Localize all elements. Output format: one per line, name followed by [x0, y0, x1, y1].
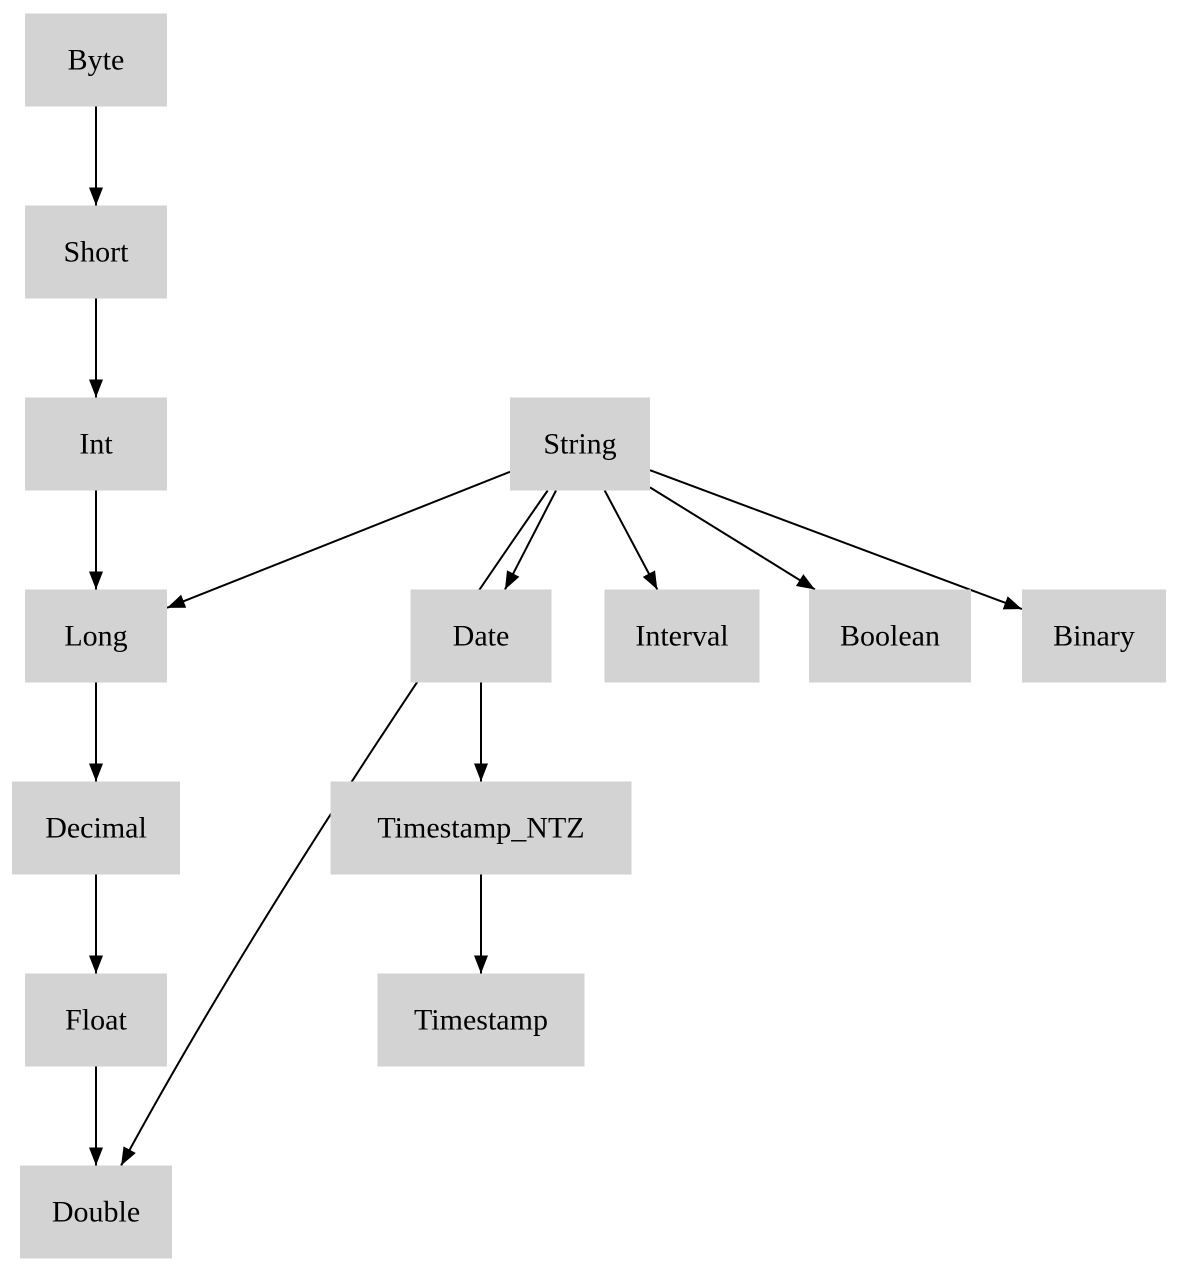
node-short: Short — [25, 205, 167, 299]
node-long: Long — [25, 589, 167, 683]
edge-string-interval — [603, 490, 659, 590]
node-label-date: Date — [453, 620, 510, 653]
edge-string-binary — [649, 469, 1023, 611]
node-box-short — [25, 205, 167, 299]
node-label-int: Int — [79, 428, 113, 461]
node-label-boolean: Boolean — [840, 620, 940, 653]
node-box-long — [25, 589, 167, 683]
node-box-timestamp_ntz — [330, 781, 632, 875]
node-box-timestamp — [377, 973, 585, 1067]
node-box-string — [510, 397, 650, 491]
node-boolean: Boolean — [809, 589, 971, 683]
node-label-decimal: Decimal — [45, 812, 147, 845]
node-label-timestamp_ntz: Timestamp_NTZ — [377, 812, 584, 845]
node-box-boolean — [809, 589, 971, 683]
node-byte: Byte — [25, 13, 167, 107]
node-box-int — [25, 397, 167, 491]
node-int: Int — [25, 397, 167, 491]
node-label-byte: Byte — [68, 44, 125, 77]
node-binary: Binary — [1022, 589, 1166, 683]
node-label-short: Short — [63, 236, 129, 269]
node-date: Date — [410, 589, 552, 683]
node-label-string: String — [543, 428, 616, 461]
edge-string-long — [166, 470, 511, 609]
node-box-interval — [604, 589, 760, 683]
node-timestamp_ntz: Timestamp_NTZ — [330, 781, 632, 875]
node-label-long: Long — [64, 620, 127, 653]
node-box-binary — [1022, 589, 1166, 683]
node-box-byte — [25, 13, 167, 107]
node-float: Float — [25, 973, 167, 1067]
edge-string-boolean — [649, 486, 816, 591]
node-label-interval: Interval — [635, 620, 728, 653]
edge-string-date — [504, 490, 557, 590]
node-timestamp: Timestamp — [377, 973, 585, 1067]
node-label-binary: Binary — [1053, 620, 1135, 653]
node-string: String — [510, 397, 650, 491]
node-double: Double — [20, 1165, 172, 1259]
node-label-timestamp: Timestamp — [414, 1004, 548, 1037]
node-label-double: Double — [52, 1196, 140, 1229]
node-box-date — [410, 589, 552, 683]
node-box-float — [25, 973, 167, 1067]
node-decimal: Decimal — [12, 781, 180, 875]
node-label-float: Float — [65, 1004, 127, 1037]
node-box-double — [20, 1165, 172, 1259]
node-interval: Interval — [604, 589, 760, 683]
node-box-decimal — [12, 781, 180, 875]
